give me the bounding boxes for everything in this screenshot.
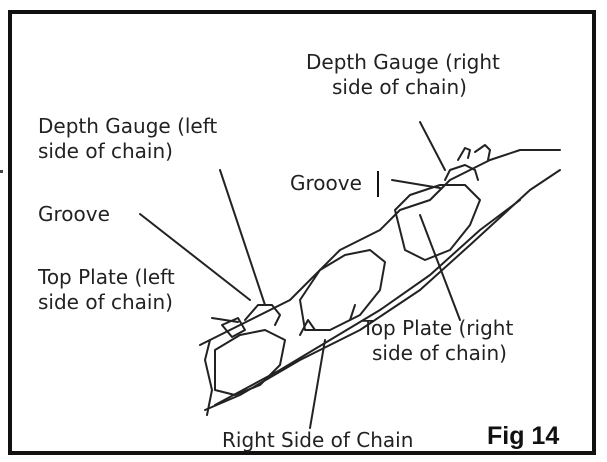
chain-outline-top: [199, 149, 561, 346]
label-top-plate-left: Top Plate (left side of chain): [38, 265, 175, 315]
label-depth-gauge-left-line2: side of chain): [38, 139, 173, 163]
label-top-plate-right-line1: Top Plate (right: [362, 316, 514, 340]
label-top-plate-left-line1: Top Plate (left: [38, 265, 175, 289]
side-rivet-line: [299, 304, 356, 336]
leader-groove-left: [139, 213, 251, 301]
leader-top-plate-left: [211, 317, 239, 323]
chain-back-edge: [204, 339, 213, 416]
label-right-side-of-chain: Right Side of Chain: [222, 428, 414, 452]
label-depth-gauge-left-line1: Depth Gauge (left: [38, 114, 218, 138]
cutter-link-middle: [299, 249, 386, 331]
leader-right-side-of-chain: [309, 339, 326, 429]
text-cursor: [377, 171, 379, 197]
cutter-link-left: [214, 329, 286, 396]
label-top-plate-left-line2: side of chain): [38, 290, 173, 314]
leader-groove-right: [391, 179, 441, 189]
leader-top-plate-right: [419, 214, 461, 321]
chain-lower-rail: [214, 199, 521, 406]
leader-depth-gauge-left: [219, 169, 266, 306]
edge-mark: [0, 170, 3, 173]
figure-frame: [8, 10, 596, 455]
label-depth-gauge-right-line2: side of chain): [332, 75, 467, 99]
label-top-plate-right-line2: side of chain): [372, 341, 507, 365]
figure-number: Fig 14: [487, 422, 560, 450]
chain-outline-bottom: [204, 169, 561, 411]
left-depth-gauge-shape: [244, 304, 281, 326]
label-top-plate-right: Top Plate (right side of chain): [362, 316, 513, 366]
label-depth-gauge-right: Depth Gauge (right side of chain): [306, 50, 500, 100]
cutter-link-right: [394, 184, 481, 261]
leader-depth-gauge-right: [419, 121, 446, 171]
right-depth-gauge-shape: [444, 164, 479, 181]
label-depth-gauge-right-line1: Depth Gauge (right: [306, 50, 500, 74]
label-groove-right: Groove: [290, 171, 362, 195]
label-depth-gauge-left: Depth Gauge (left side of chain): [38, 114, 217, 164]
label-groove-left: Groove: [38, 202, 110, 226]
right-tooth-top: [457, 144, 491, 161]
